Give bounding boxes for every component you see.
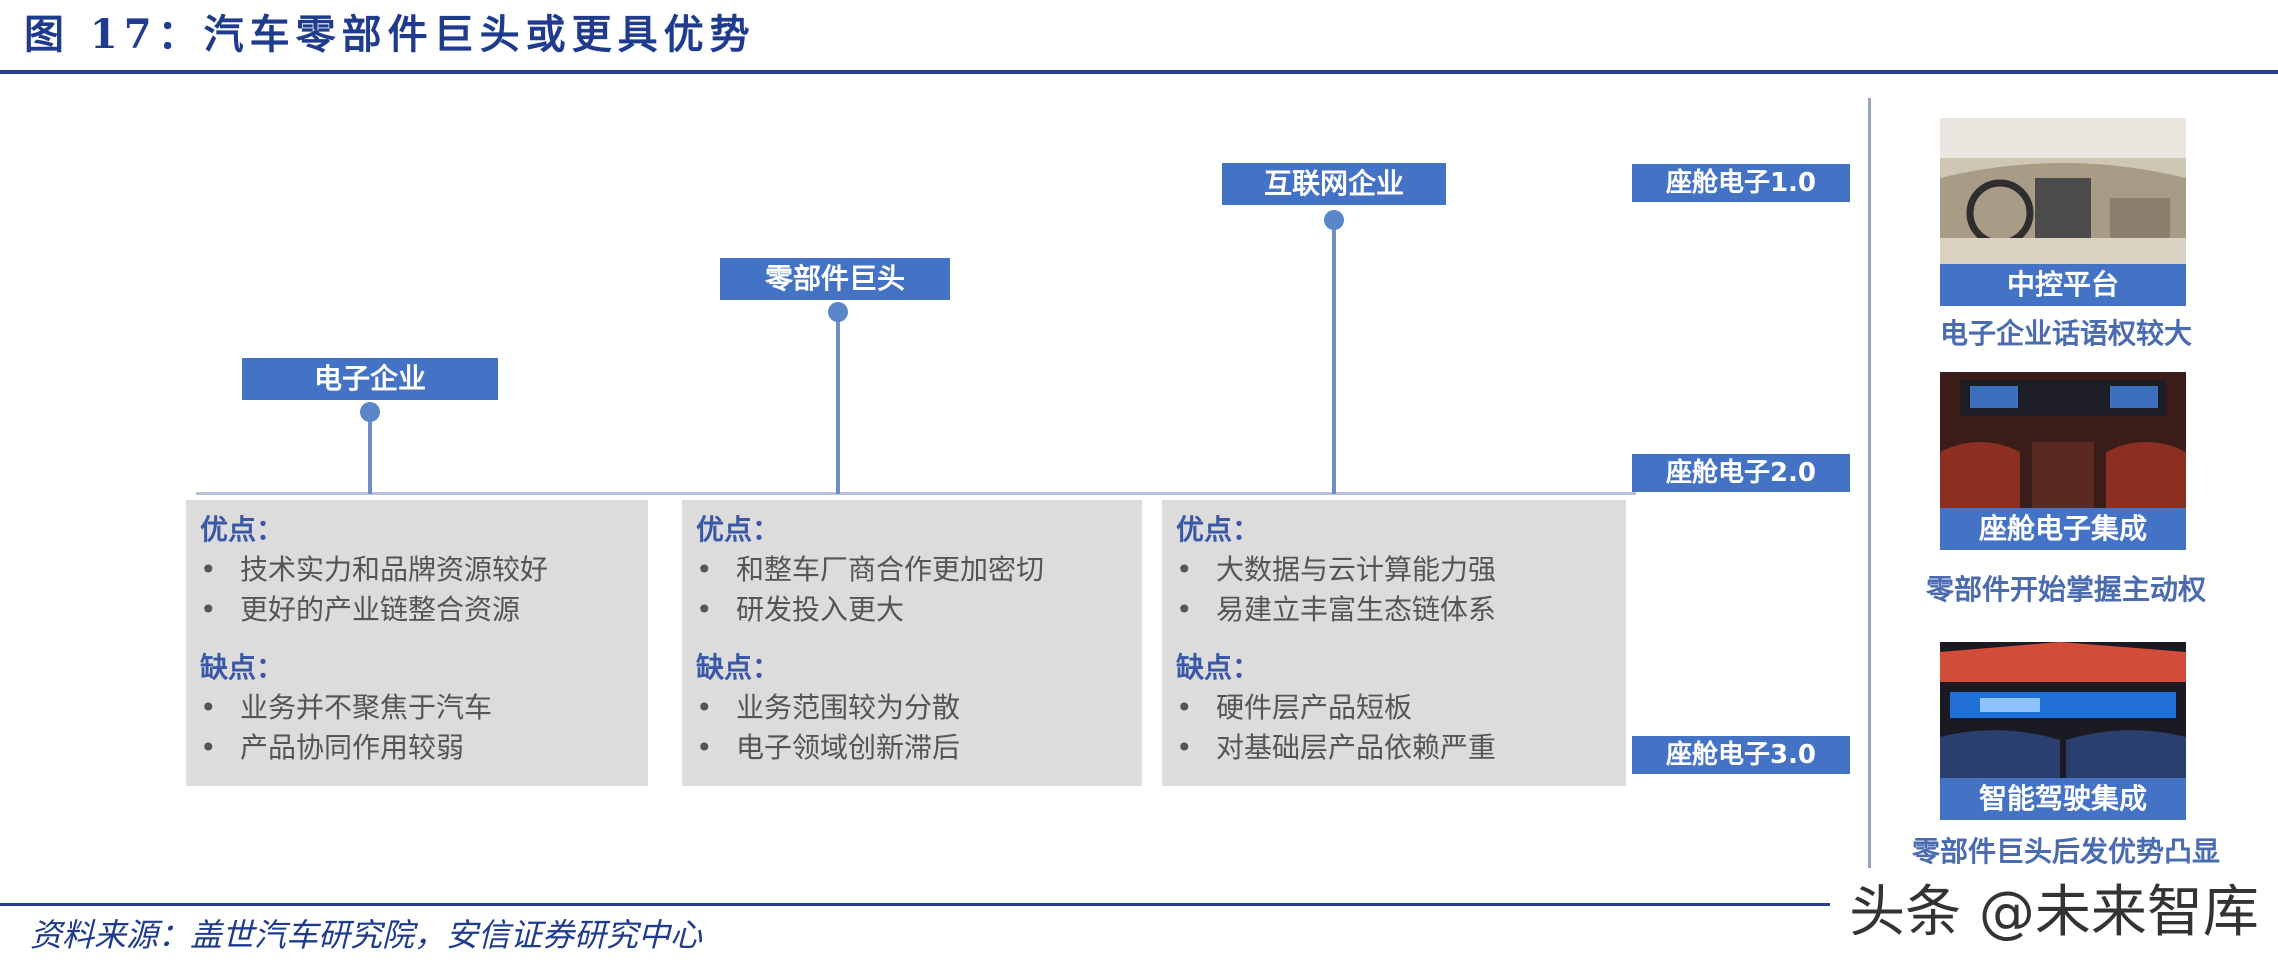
pros-heading: 优点： <box>200 513 285 546</box>
list-item: •产品协同作用较弱 <box>200 731 465 764</box>
pros-list: •大数据与云计算能力强 •易建立丰富生态链体系 <box>1176 550 1612 630</box>
note-electronics-dominant: 电子企业话语权较大 <box>1939 317 2192 350</box>
list-item: •大数据与云计算能力强 <box>1176 553 1497 586</box>
figure-title: 图 17：汽车零部件巨头或更具优势 <box>24 11 756 58</box>
cons-heading: 缺点： <box>696 651 781 684</box>
list-item: •电子领域创新滞后 <box>696 731 961 764</box>
pros-heading: 优点： <box>696 513 781 546</box>
cons-heading: 缺点： <box>1176 651 1261 684</box>
list-item: •对基础层产品依赖严重 <box>1176 731 1497 764</box>
pros-list: •技术实力和品牌资源较好 •更好的产业链整合资源 <box>200 550 634 630</box>
stem-parts-giants <box>836 314 840 494</box>
cons-list: •业务范围较为分散 •电子领域创新滞后 <box>696 688 1128 768</box>
label-electronics-companies: 电子企业 <box>242 358 498 400</box>
cockpit-red-photo <box>1940 372 2186 518</box>
pros-list: •和整车厂商合作更加密切 •研发投入更大 <box>696 550 1128 630</box>
note-parts-late-mover-advantage: 零部件巨头后发优势凸显 <box>1911 835 2220 868</box>
cons-list: •硬件层产品短板 •对基础层产品依赖严重 <box>1176 688 1612 768</box>
top-rule <box>0 70 2278 74</box>
panel-electronics: 优点： •技术实力和品牌资源较好 •更好的产业链整合资源 缺点： •业务并不聚焦… <box>186 500 648 786</box>
cockpit-blue-photo <box>1940 642 2186 788</box>
list-item: •研发投入更大 <box>696 593 905 626</box>
stage-tag-3: 座舱电子3.0 <box>1632 736 1850 774</box>
photo-caption-dashboard: 中控平台 <box>1940 264 2186 306</box>
photo-caption-intelligent-driving: 智能驾驶集成 <box>1940 778 2186 820</box>
bottom-rule <box>0 903 2278 906</box>
panel-parts-giants: 优点： •和整车厂商合作更加密切 •研发投入更大 缺点： •业务范围较为分散 •… <box>682 500 1142 786</box>
label-parts-giants: 零部件巨头 <box>720 258 950 300</box>
stem-electronics <box>368 412 372 494</box>
list-item: •更好的产业链整合资源 <box>200 593 521 626</box>
list-item: •技术实力和品牌资源较好 <box>200 553 549 586</box>
dot-parts-giants <box>828 302 848 322</box>
list-item: •业务范围较为分散 <box>696 691 961 724</box>
watermark: 头条 @未来智库 <box>1830 880 2278 946</box>
dot-internet <box>1324 210 1344 230</box>
vertical-separator <box>1868 98 1871 868</box>
label-internet-companies: 互联网企业 <box>1222 163 1446 205</box>
photo-caption-cockpit-integration: 座舱电子集成 <box>1940 508 2186 550</box>
list-item: •和整车厂商合作更加密切 <box>696 553 1045 586</box>
stage-tag-2: 座舱电子2.0 <box>1632 454 1850 492</box>
list-item: •硬件层产品短板 <box>1176 691 1413 724</box>
stem-internet <box>1332 222 1336 494</box>
pros-heading: 优点： <box>1176 513 1261 546</box>
diagram-baseline <box>196 492 1636 495</box>
cons-heading: 缺点： <box>200 651 285 684</box>
note-parts-initiative: 零部件开始掌握主动权 <box>1925 573 2206 606</box>
panel-internet: 优点： •大数据与云计算能力强 •易建立丰富生态链体系 缺点： •硬件层产品短板… <box>1162 500 1626 786</box>
stage-tag-1: 座舱电子1.0 <box>1632 164 1850 202</box>
source-note: 资料来源：盖世汽车研究院，安信证券研究中心 <box>30 916 703 954</box>
list-item: •业务并不聚焦于汽车 <box>200 691 493 724</box>
list-item: •易建立丰富生态链体系 <box>1176 593 1497 626</box>
dot-electronics <box>360 402 380 422</box>
cons-list: •业务并不聚焦于汽车 •产品协同作用较弱 <box>200 688 634 768</box>
dashboard-photo <box>1940 118 2186 264</box>
